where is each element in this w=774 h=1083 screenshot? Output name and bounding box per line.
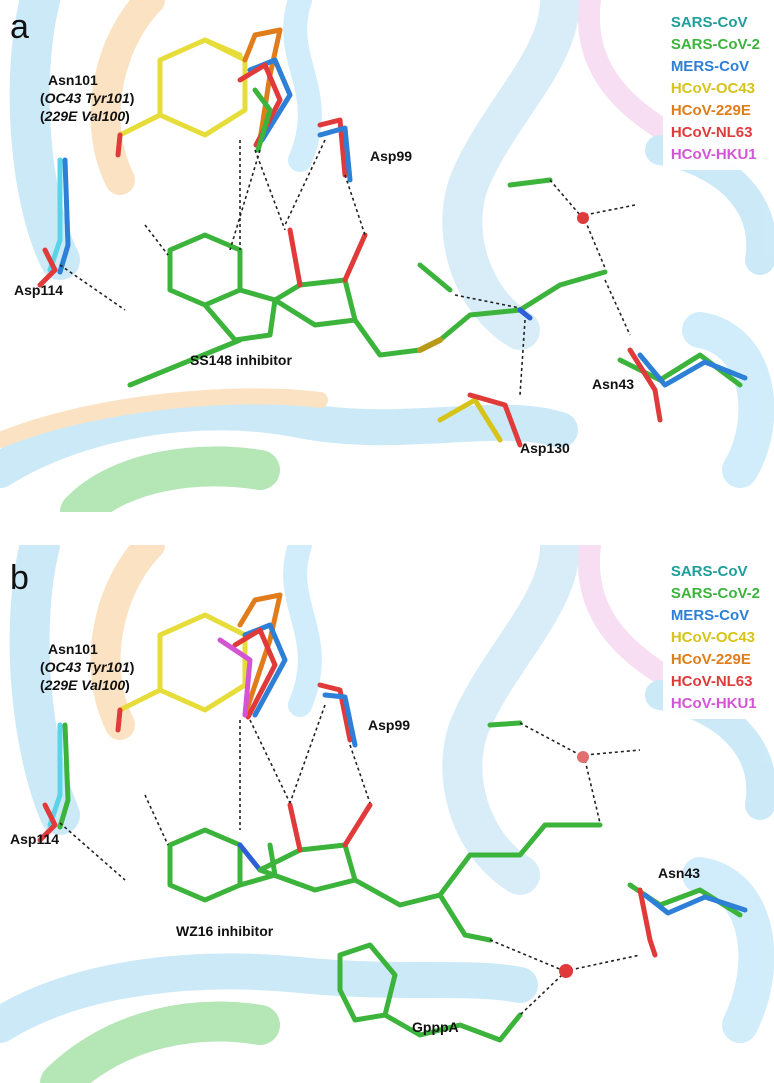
legend-item: HCoV-OC43: [670, 629, 755, 646]
legend-item: MERS-CoV: [670, 58, 750, 75]
label-gpppa: GpppA: [412, 1019, 459, 1035]
label-asp99: Asp99: [370, 148, 413, 164]
label-229e: (229E Val100): [40, 677, 130, 693]
legend-item: HCoV-OC43: [670, 80, 755, 97]
label-inhibitor: WZ16 inhibitor: [176, 923, 274, 939]
water-molecule-central: [559, 964, 573, 978]
inhibitor-ring-1: [167, 232, 243, 308]
water-molecule: [577, 751, 589, 763]
inhibitor-ring-2: [202, 287, 278, 343]
legend-item: HCoV-NL63: [670, 124, 753, 141]
legend-item: MERS-CoV: [670, 607, 750, 624]
legend-b: SARS-CoV SARS-CoV-2 MERS-CoV HCoV-OC43 H…: [662, 557, 768, 719]
legend-item: HCoV-229E: [670, 651, 751, 668]
inhibitor-ribose: [272, 277, 358, 328]
ribbon-left: [9, 0, 80, 280]
legend-item: SARS-CoV-2: [670, 36, 760, 53]
label-asp130: Asp130: [520, 440, 570, 456]
label-asn101: Asn101: [48, 72, 98, 88]
panel-a-structure: [0, 0, 774, 512]
label-229e: (229E Val100): [40, 108, 130, 124]
label-asp99: Asp99: [368, 717, 411, 733]
water-molecule: [577, 212, 589, 224]
label-asp114: Asp114: [10, 831, 60, 847]
ribbon-top-center: [283, 0, 322, 172]
panel-letter-b: b: [10, 559, 29, 597]
panel-b: b SARS-CoV SARS-CoV-2 MERS-CoV HCoV-OC43…: [0, 545, 774, 1083]
ribbon-bottom-green: [60, 446, 280, 512]
label-asn101: Asn101: [48, 641, 98, 657]
label-asn43: Asn43: [658, 865, 701, 881]
panel-letter-a: a: [10, 8, 29, 46]
ribbon-bottom-orange: [0, 388, 328, 448]
panel-b-structure: [0, 545, 774, 1083]
legend-item: HCoV-HKU1: [670, 146, 757, 163]
label-asp114: Asp114: [14, 282, 64, 298]
legend-a: SARS-CoV SARS-CoV-2 MERS-CoV HCoV-OC43 H…: [662, 8, 768, 170]
legend-item: SARS-CoV: [670, 14, 748, 31]
label-inhibitor: SS148 inhibitor: [190, 352, 292, 368]
legend-item: HCoV-229E: [670, 102, 751, 119]
ribbon-top-left: [90, 0, 165, 195]
legend-item: SARS-CoV-2: [670, 585, 760, 602]
legend-item: HCoV-NL63: [670, 673, 753, 690]
ribbon-bottom-right: [682, 312, 774, 488]
oxygen-bond: [115, 132, 123, 158]
legend-item: SARS-CoV: [670, 563, 748, 580]
panel-a: a SARS-CoV SARS-CoV-2 MERS-CoV HCoV-OC43…: [0, 0, 774, 512]
label-asn43: Asn43: [592, 376, 635, 392]
label-oc43: (OC43 Tyr101): [40, 659, 135, 675]
legend-item: HCoV-HKU1: [670, 695, 757, 712]
label-oc43: (OC43 Tyr101): [40, 90, 135, 106]
ribbon-right: [442, 0, 580, 350]
